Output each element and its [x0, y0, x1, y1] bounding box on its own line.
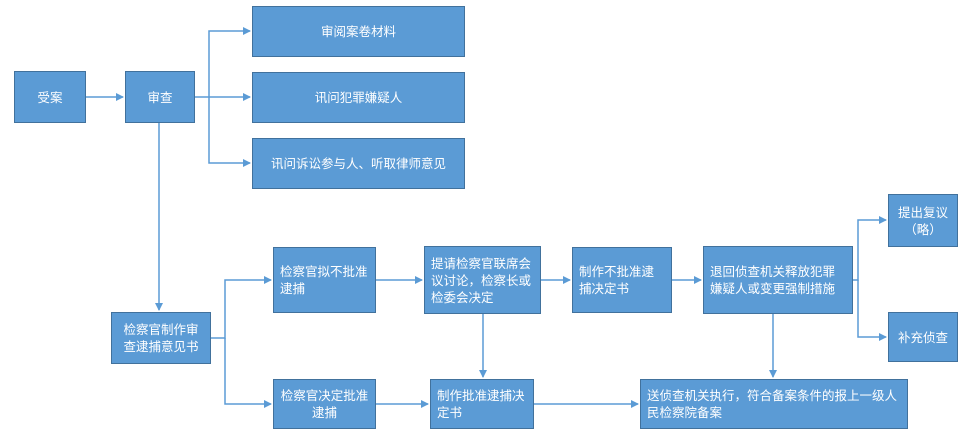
arrow-return-to-reconsider — [853, 216, 887, 281]
node-make-not-approve-label: 制作不批准逮捕决定书 — [579, 264, 655, 296]
node-accept-label: 受案 — [37, 89, 63, 105]
node-joint-meeting: 提请检察官联席会议讨论，检察长或检委会决定 — [424, 246, 541, 314]
arrow-opinion-to-propose — [211, 276, 272, 339]
node-make-approve-label: 制作批准逮捕决定书 — [437, 388, 525, 420]
node-review: 审查 — [125, 71, 195, 123]
arrow-review-to-participants — [208, 97, 251, 167]
node-review-files: 审阅案卷材料 — [252, 6, 465, 57]
node-return-release-label: 退回侦查机关释放犯罪嫌疑人或变更强制措施 — [710, 264, 836, 296]
arrow-opinion-to-decide — [224, 338, 272, 408]
node-make-approve: 制作批准逮捕决定书 — [430, 379, 534, 429]
node-interrogate-suspect: 讯问犯罪嫌疑人 — [252, 72, 465, 123]
node-supplement: 补充侦查 — [888, 312, 958, 362]
node-send-execute: 送侦查机关执行，符合备案条件的报上一级人民检察院备案 — [640, 379, 908, 429]
node-review-label: 审查 — [147, 89, 173, 105]
node-decide-approve: 检察官决定批准逮捕 — [273, 379, 376, 429]
node-accept: 受案 — [14, 71, 86, 123]
node-interrogate-participants-label: 讯问诉讼参与人、听取律师意见 — [270, 156, 446, 171]
node-decide-approve-label: 检察官决定批准逮捕 — [280, 388, 369, 420]
node-joint-meeting-label: 提请检察官联席会议讨论，检察长或检委会决定 — [431, 255, 532, 305]
node-reconsider-label: 提出复议（略） — [897, 204, 948, 237]
node-prosecutor-opinion-label: 检察官制作审查逮捕意见书 — [123, 322, 199, 354]
node-interrogate-suspect-label: 讯问犯罪嫌疑人 — [314, 90, 403, 105]
node-propose-not-approve: 检察官拟不批准逮捕 — [273, 247, 376, 313]
node-make-not-approve: 制作不批准逮捕决定书 — [572, 247, 672, 313]
arrow-review-to-files — [195, 27, 251, 98]
node-supplement-label: 补充侦查 — [897, 329, 948, 345]
node-reconsider: 提出复议（略） — [888, 194, 958, 247]
node-propose-not-approve-label: 检察官拟不批准逮捕 — [280, 264, 368, 296]
arrow-return-to-supplement — [857, 280, 887, 341]
node-return-release: 退回侦查机关释放犯罪嫌疑人或变更强制措施 — [703, 246, 853, 314]
node-prosecutor-opinion: 检察官制作审查逮捕意见书 — [111, 312, 211, 364]
node-interrogate-participants: 讯问诉讼参与人、听取律师意见 — [252, 138, 465, 189]
node-send-execute-label: 送侦查机关执行，符合备案条件的报上一级人民检察院备案 — [647, 388, 898, 420]
node-review-files-label: 审阅案卷材料 — [320, 24, 396, 39]
